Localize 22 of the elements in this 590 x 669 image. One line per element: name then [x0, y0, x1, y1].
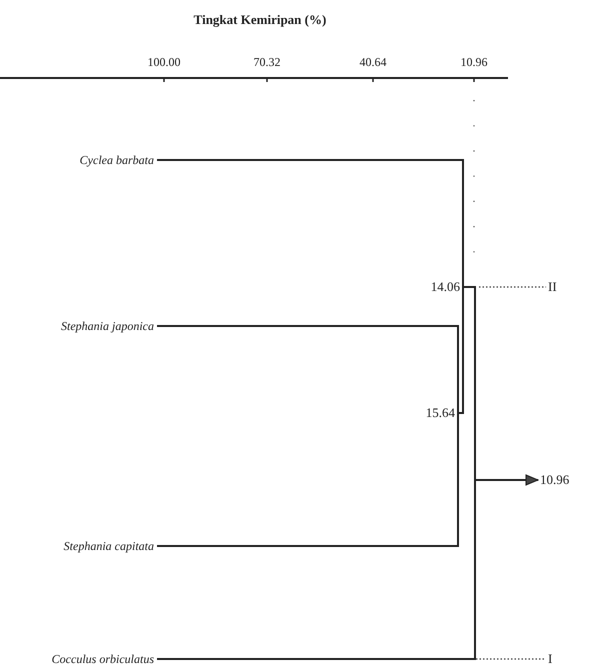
similarity-value: 10.96: [540, 471, 584, 489]
similarity-value: 15.64: [412, 404, 455, 422]
dendrogram-branch: [157, 159, 464, 287]
arrow: [476, 474, 538, 486]
tick-label: 40.64: [358, 54, 388, 70]
taxon-label: Cocculus orbiculatus: [0, 650, 154, 668]
dendrogram-branch: [157, 325, 459, 413]
tick-label: 10.96: [460, 54, 488, 70]
cluster-label: I: [548, 650, 558, 668]
dendrogram-branch: [458, 287, 464, 414]
cluster-label: II: [548, 278, 564, 296]
taxon-label: Stephania japonica: [10, 317, 154, 335]
dotted-leader-line: [476, 658, 546, 660]
taxon-label: Stephania capitata: [10, 537, 154, 555]
dendrogram-branch: [157, 286, 476, 660]
taxon-label: Cyclea barbata: [40, 151, 154, 169]
similarity-value: 14.06: [417, 278, 460, 296]
axis-title: Tingkat Kemiripan (%): [192, 12, 328, 28]
dendrogram-branch: [157, 413, 459, 547]
tick-label: 100.00: [146, 54, 182, 70]
dotted-leader-line: [478, 286, 546, 288]
tick-label: 70.32: [252, 54, 282, 70]
